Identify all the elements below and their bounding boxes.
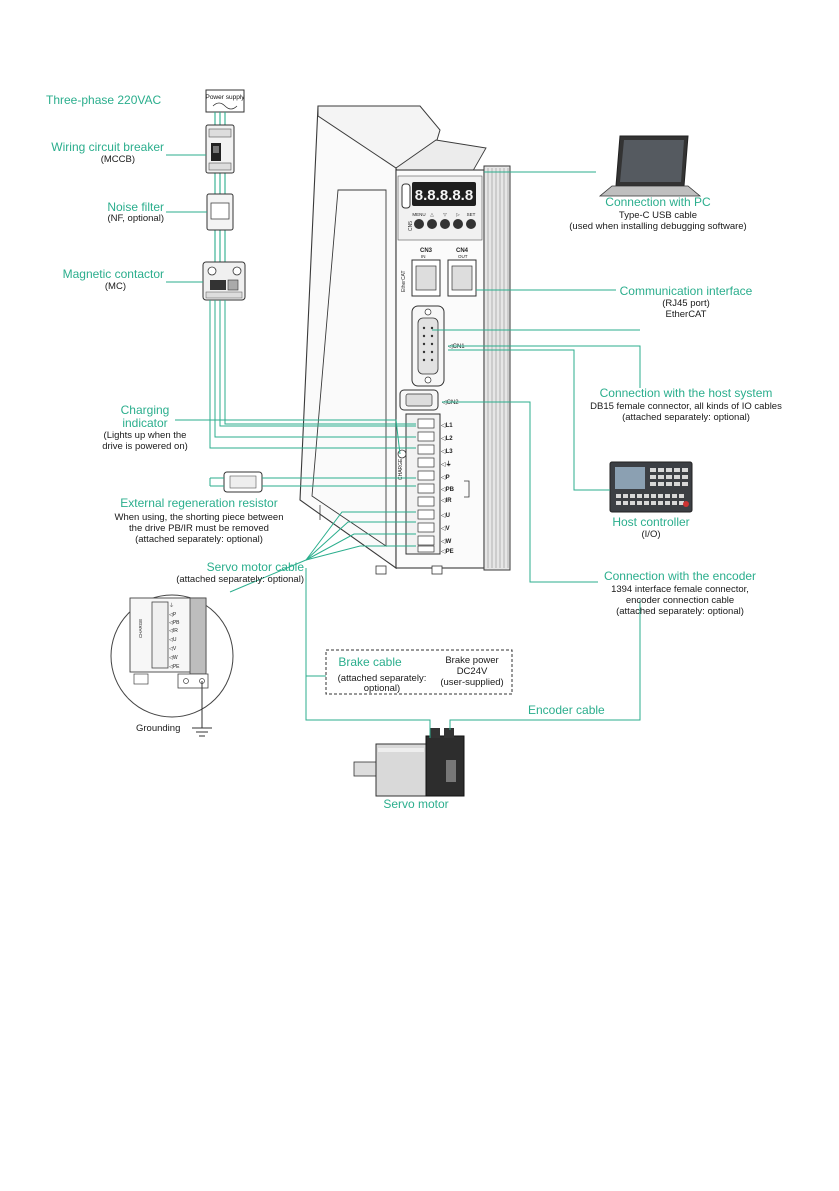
inset-term-u: ◁U	[169, 637, 177, 643]
btn-down-label: ▽	[443, 212, 447, 217]
btn-right-label: ▷	[456, 212, 460, 217]
term-pe-label: ◁PE	[441, 549, 454, 555]
encoder-sub-3: (attached separately: optional)	[616, 606, 744, 617]
mccb-title: Wiring circuit breaker	[51, 140, 164, 154]
term-l3-label: ◁L3	[441, 449, 453, 455]
btn-set-label: SET	[467, 212, 476, 217]
three-phase-label: Three-phase 220VAC	[46, 93, 162, 107]
term-ir-label: ◁IR	[441, 498, 452, 504]
inset-term-p: ◁P	[169, 612, 177, 618]
brake-box	[325, 649, 513, 695]
power-supply-box: Power supply	[205, 89, 245, 113]
contactor-device	[202, 261, 246, 301]
servo-motor	[353, 728, 465, 797]
cn4-label: CN4	[456, 248, 469, 254]
charging-title-2: indicator	[122, 416, 168, 430]
regen-title: External regeneration resistor	[120, 496, 278, 510]
cn5-label: CN5	[408, 221, 414, 231]
inset-charge-label: CHARGE	[138, 619, 143, 638]
term-w-label: ◁W	[441, 539, 452, 545]
host-sub-1: DB15 female connector, all kinds of IO c…	[590, 401, 782, 412]
power-supply-label: Power supply	[205, 94, 245, 101]
term-ground-label: ◁⏚	[441, 461, 452, 468]
regen-desc-2: the drive PB/IR must be removed	[129, 523, 269, 534]
servo-motor-label: Servo motor	[383, 797, 449, 811]
charging-desc-2: drive is powered on)	[102, 441, 188, 452]
mccb-sub: (MCCB)	[100, 154, 135, 165]
term-l2-label: ◁L2	[441, 436, 453, 442]
cn2-label: ◁CN2	[442, 400, 459, 406]
nf-sub: (NF, optional)	[107, 213, 165, 224]
term-pb-label: ◁PB	[441, 487, 455, 493]
cn1-label: ◁CN1	[448, 344, 465, 350]
inset-term-ir: ◁IR	[169, 628, 178, 634]
cn3-label: CN3	[420, 248, 433, 254]
host-title: Connection with the host system	[599, 386, 773, 400]
pc-title: Connection with PC	[605, 195, 711, 209]
brake-power-1: Brake power	[445, 655, 499, 666]
brake-sub-2: optional)	[363, 683, 401, 694]
brake-power-3: (user-supplied)	[440, 677, 504, 688]
pc-sub-2: (used when installing debugging software…	[569, 221, 747, 232]
servo-cable-title: Servo motor cable	[206, 560, 304, 574]
inset-term-w: ◁W	[169, 655, 178, 661]
inset-term-pe: ◁PE	[169, 664, 180, 670]
cn3-sub-label: IN	[421, 254, 426, 259]
term-u-label: ◁U	[441, 513, 450, 519]
host-controller	[609, 461, 693, 513]
brake-sub-1: (attached separately:	[337, 673, 427, 684]
servo-drive: 8.8.8.8.8 CN5 MENU △ ▽ ▷ SET CN3 IN CN4 …	[299, 105, 511, 575]
encoder-sub-1: 1394 interface female connector,	[611, 584, 749, 595]
charging-desc-1: (Lights up when the	[103, 430, 187, 441]
inset-term-ground: ⏚	[169, 602, 174, 609]
btn-up-label: △	[430, 212, 434, 217]
term-l1-label: ◁L1	[441, 423, 453, 429]
grounding-label: Grounding	[136, 723, 181, 734]
mccb-device	[205, 124, 235, 174]
inset-term-v: ◁V	[169, 646, 177, 652]
term-v-label: ◁V	[441, 526, 450, 532]
regen-resistor	[223, 471, 263, 493]
term-p-label: ◁P	[441, 475, 450, 481]
grounding-inset: ⏚ ◁P ◁PB ◁IR ◁U ◁V ◁W ◁PE CHARGE	[110, 594, 234, 737]
btn-menu-label: MENU	[412, 212, 425, 217]
encoder-sub-2: encoder connection cable	[625, 595, 735, 606]
comm-sub-1: (RJ45 port)	[662, 298, 710, 309]
mc-sub: (MC)	[104, 281, 126, 292]
nf-title: Noise filter	[107, 200, 164, 214]
brake-power-2: DC24V	[456, 666, 488, 677]
host-sub-2: (attached separately: optional)	[622, 412, 750, 423]
charging-title-1: Charging	[120, 403, 170, 417]
comm-sub-2: EtherCAT	[665, 309, 707, 320]
charge-label: CHARGE	[398, 458, 404, 480]
cn4-sub-label: OUT	[458, 254, 468, 259]
comm-title: Communication interface	[619, 284, 753, 298]
brake-title: Brake cable	[338, 655, 402, 669]
host-ctrl-title: Host controller	[612, 515, 690, 529]
pc-sub-1: Type-C USB cable	[618, 210, 698, 221]
ethercat-label: EtherCAT	[401, 270, 407, 292]
regen-desc-3: (attached separately: optional)	[135, 534, 263, 545]
mc-title: Magnetic contactor	[62, 267, 164, 281]
connection-lines	[166, 154, 641, 738]
laptop-pc	[598, 135, 702, 197]
host-ctrl-sub: (I/O)	[641, 529, 661, 540]
encoder-cable-label: Encoder cable	[528, 703, 605, 717]
drive-buttons	[414, 219, 476, 229]
inset-term-pb: ◁PB	[169, 620, 180, 626]
servo-cable-sub: (attached separately: optional)	[176, 574, 304, 585]
display-readout: 8.8.8.8.8	[415, 187, 473, 204]
noise-filter-device	[206, 193, 234, 231]
regen-desc-1: When using, the shorting piece between	[114, 512, 284, 523]
encoder-title: Connection with the encoder	[603, 569, 757, 583]
